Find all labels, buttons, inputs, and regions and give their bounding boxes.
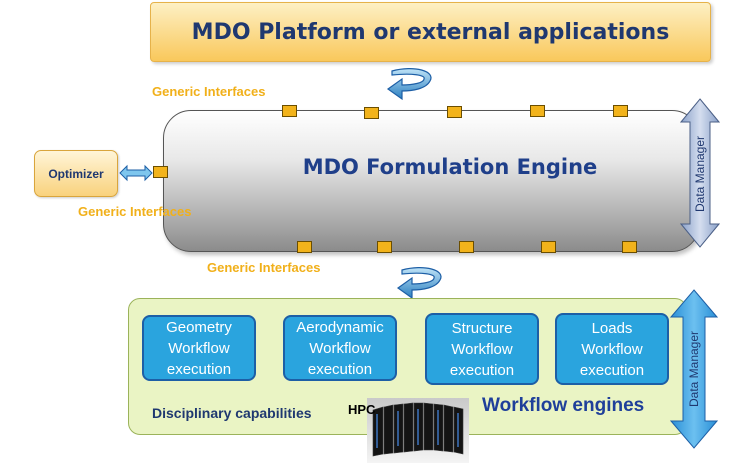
disciplinary-capabilities-label: Disciplinary capabilities: [152, 405, 312, 421]
workflow-label: Geometry Workflow execution: [166, 318, 232, 378]
platform-title: MDO Platform or external applications: [191, 19, 670, 45]
interfaces-label-bottom: Generic Interfaces: [207, 260, 321, 275]
interface-port: [622, 241, 637, 253]
interface-port: [613, 105, 628, 117]
formulation-engine: [163, 110, 700, 252]
interface-port: [153, 166, 168, 178]
hpc-label: HPC: [348, 402, 376, 417]
interface-port: [447, 106, 462, 118]
workflow-box-geometry: Geometry Workflow execution: [142, 315, 256, 381]
data-manager-label-upper: Data Manager: [692, 135, 707, 213]
double-arrow-icon: [119, 164, 153, 182]
interface-port: [297, 241, 312, 253]
data-manager-label-lower-wrap: Data Manager: [654, 331, 734, 407]
workflow-box-aerodynamic: Aerodynamic Workflow execution: [283, 315, 397, 381]
interface-port: [459, 241, 474, 253]
data-manager-label-upper-wrap: Data Manager: [660, 136, 740, 212]
rotation-arrow-icon: [396, 267, 442, 300]
workflow-label: Loads Workflow execution: [579, 319, 645, 379]
hpc-server-rack-image: [367, 398, 469, 463]
workflow-label: Structure Workflow execution: [449, 319, 515, 379]
interfaces-label-left: Generic Interfaces: [78, 204, 192, 219]
interface-port: [530, 105, 545, 117]
engine-title: MDO Formulation Engine: [302, 155, 598, 179]
platform-banner: MDO Platform or external applications: [150, 2, 711, 62]
rotation-arrow-icon: [386, 68, 432, 101]
interface-port: [364, 107, 379, 119]
interface-port: [377, 241, 392, 253]
data-manager-arrow-icon: [680, 98, 720, 248]
workflow-box-loads: Loads Workflow execution: [555, 313, 669, 385]
workflow-label: Aerodynamic Workflow execution: [296, 318, 384, 378]
interfaces-label-top: Generic Interfaces: [152, 84, 266, 99]
workflow-box-structure: Structure Workflow execution: [425, 313, 539, 385]
workflow-engines-label: Workflow engines: [482, 395, 645, 416]
interface-port: [541, 241, 556, 253]
data-manager-arrow-icon: [670, 289, 718, 449]
optimizer-label: Optimizer: [48, 166, 104, 181]
optimizer-box: Optimizer: [34, 150, 118, 197]
data-manager-label-lower: Data Manager: [686, 330, 701, 408]
interface-port: [282, 105, 297, 117]
